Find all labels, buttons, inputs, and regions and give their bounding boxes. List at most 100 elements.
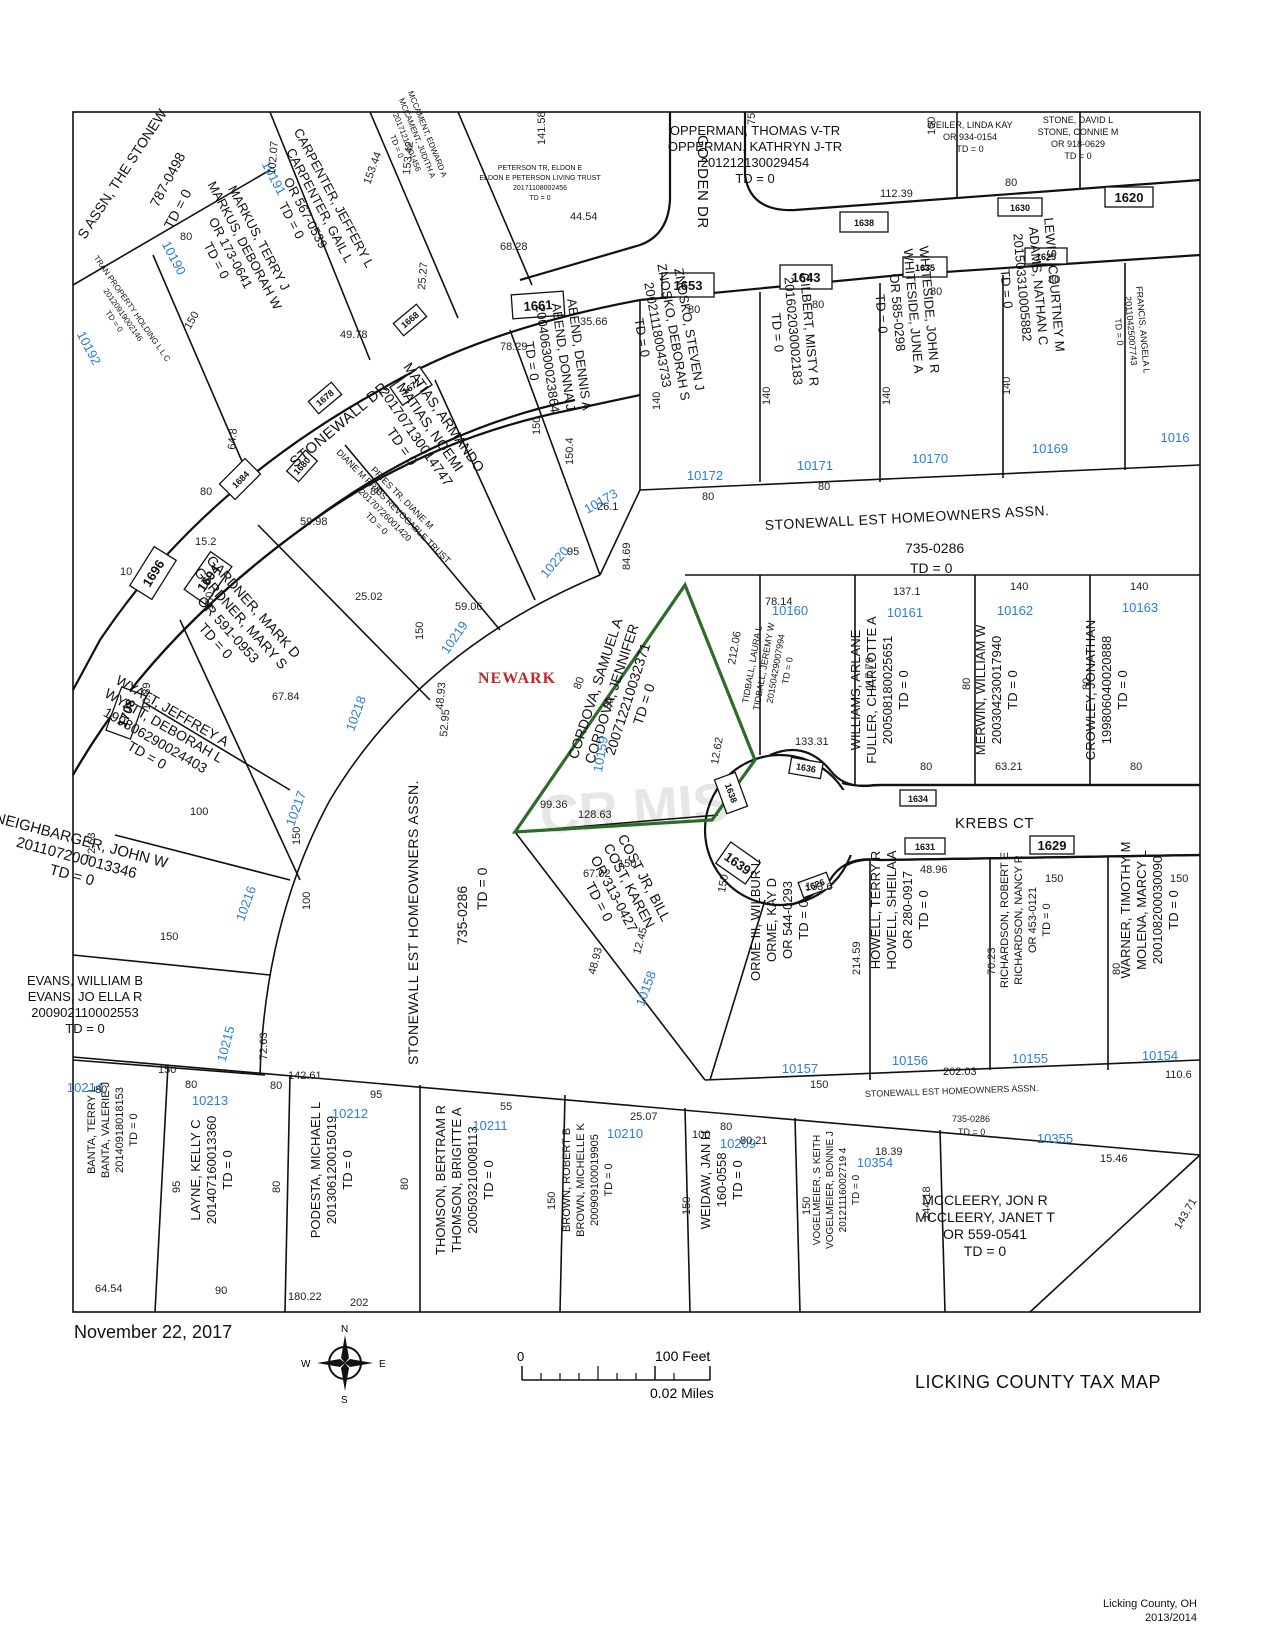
dimension-label: 78.29 (500, 341, 528, 353)
dimension-label: 18.39 (875, 1146, 903, 1158)
dimension-label: 133.6 (805, 881, 833, 893)
dimension-label: 80 (180, 231, 192, 243)
parcel-text: EVANS, JO ELLA R (28, 989, 143, 1004)
scale-miles: 0.02 Miles (650, 1385, 714, 1401)
address-1629: 1629 (1038, 838, 1067, 853)
parcel-text: TD = 0 (796, 900, 811, 939)
parcel-text: HOWELL, SHEILA A (884, 850, 899, 970)
dimension-label: 72.63 (258, 1032, 270, 1060)
parcel-text: TD = 0 (780, 656, 795, 685)
dimension-label: 140 (651, 392, 663, 410)
dimension-label: 80 (271, 1181, 283, 1193)
dimension-label: 80 (812, 299, 824, 311)
dimension-label: 48.93 (434, 682, 448, 710)
dimension-label: 150 (531, 417, 543, 435)
dimension-label: 80 (1130, 761, 1142, 773)
dimension-label: 212.06 (726, 630, 744, 665)
dimension-label: 100 (692, 1129, 710, 1141)
dimension-label: 15.46 (1100, 1153, 1128, 1165)
parcel-text: BROWN, ROBERT B (561, 1128, 573, 1232)
dimension-label: 80 (399, 1178, 411, 1190)
parcel-text: TD = 0 (768, 312, 786, 353)
assn-nw-name: S ASSN, THE STONEW (74, 105, 170, 241)
dimension-label: 64.8 (226, 428, 240, 450)
scale-zero: 0 (517, 1349, 524, 1364)
parcel-text: 201407160013360 (204, 1116, 219, 1224)
dimension-label: 67.02 (583, 868, 611, 880)
dimension-label: 59.98 (300, 516, 328, 528)
parcel-text: TD = 0 (1064, 151, 1091, 161)
dimension-label: 49.78 (340, 329, 368, 341)
parcel-text: MERWIN, WILLIAM W (973, 624, 988, 755)
parcel-id-10156: 10156 (892, 1053, 928, 1068)
dimension-label: 70.23 (986, 947, 998, 975)
parcel-id-10169: 10169 (1032, 441, 1068, 456)
krebs-ct-south-edge-b (844, 853, 1201, 867)
dimension-label: 140 (761, 387, 773, 405)
parcel-id-10214: 10214 (67, 1080, 103, 1095)
dimension-label: 80 (370, 486, 382, 498)
dimension-label: 150.4 (564, 437, 576, 465)
parcel-text: TD = 0 (631, 317, 653, 358)
krebs-ct-north-edge-b (841, 781, 1200, 787)
parcel-text: ORME III, WILBUR L (748, 859, 763, 981)
dimension-label: 67.84 (272, 691, 300, 703)
dimension-label: 150 (1045, 873, 1063, 885)
dimension-label: 48.96 (920, 864, 948, 876)
dimension-label: 80 (200, 486, 212, 498)
scale-bar (521, 1366, 711, 1381)
highlighted-parcel-10159[interactable] (511, 581, 757, 834)
dimension-label: 80 (95, 1084, 107, 1096)
parcel-text: OR 918-0629 (1051, 139, 1105, 149)
dimension-label: 80 (720, 1121, 732, 1133)
parcel-text: STONE, CONNIE M (1038, 127, 1119, 137)
compass-w: W (301, 1359, 311, 1370)
dimension-label: 95 (370, 1089, 382, 1101)
parcel-id-10215: 10215 (214, 1024, 238, 1063)
parcel-id-10161: 10161 (887, 605, 923, 620)
parcel-text: WARNER, TIMOTHY M (1118, 842, 1133, 979)
parcel-text: TD = 0 (872, 294, 890, 335)
dimension-label: 150 (182, 310, 202, 332)
dimension-label: 112.39 (880, 188, 913, 200)
dimension-label: 72.63 (86, 832, 98, 860)
address-1661: 1661 (523, 297, 553, 314)
parcel-text: TD = 0 (220, 1150, 235, 1189)
parcel-id-10210: 10210 (607, 1126, 643, 1141)
parcel-id-10213: 10213 (192, 1093, 228, 1108)
address-1625: 1625 (1036, 252, 1056, 262)
parcel-text: 201306120015019 (324, 1116, 339, 1224)
parcel-id-10172: 10172 (687, 468, 723, 483)
address-1636: 1636 (795, 761, 816, 774)
dimension-label: 95 (171, 1181, 183, 1193)
